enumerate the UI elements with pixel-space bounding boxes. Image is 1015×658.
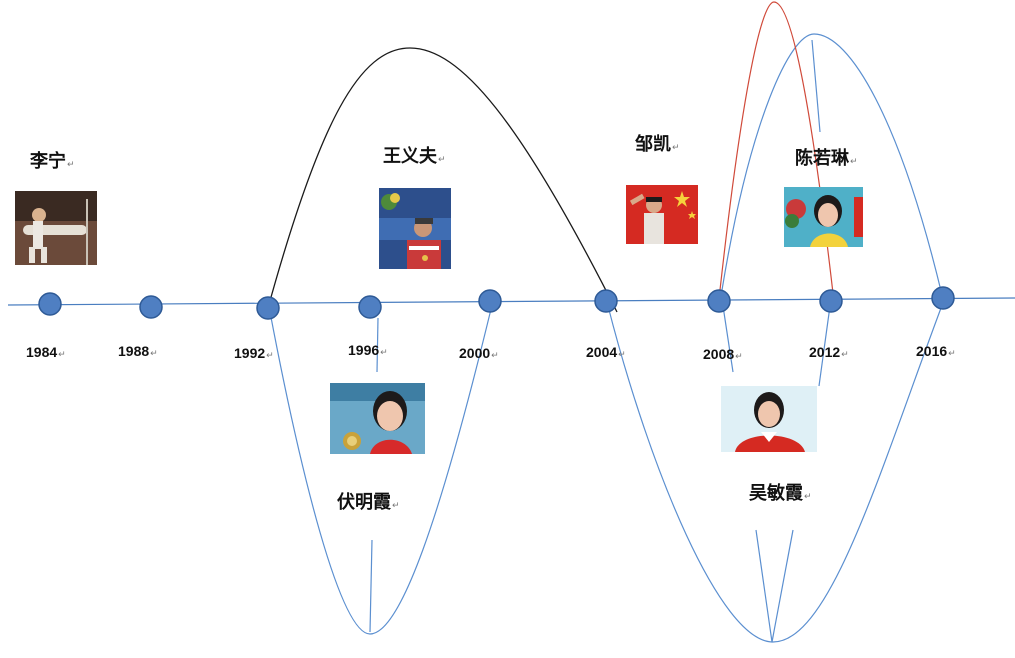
node-2000	[478, 289, 502, 313]
photo-chen-ruolin	[784, 187, 863, 247]
athlete-name-fu-mingxia: 伏明霞↵	[337, 492, 400, 513]
stem-wu-c	[722, 305, 734, 373]
athlete-name-li-ning: 李宁↵	[30, 151, 75, 172]
athlete-name-chen-ruolin: 陈若琳↵	[795, 148, 858, 169]
year-label-1988: 1988↵	[118, 343, 158, 359]
node-1996	[358, 295, 382, 319]
year-label-2004: 2004↵	[586, 344, 626, 360]
athlete-name-wu-minxia: 吴敏霞↵	[749, 483, 812, 504]
node-1992	[256, 296, 280, 320]
loop-1992-2000	[269, 304, 493, 635]
loop-2004-2016	[607, 299, 945, 643]
stem-wu-d	[818, 305, 831, 387]
athlete-name-zou-kai: 邹凯↵	[635, 134, 680, 155]
node-2008	[707, 289, 731, 313]
year-label-2000: 2000↵	[459, 345, 499, 361]
year-label-1984: 1984↵	[26, 344, 66, 360]
node-2004	[594, 289, 618, 313]
photo-zou-kai	[626, 185, 698, 244]
photo-fu-mingxia	[330, 383, 425, 454]
photo-li-ning	[15, 191, 97, 265]
timeline-axis	[7, 297, 1015, 306]
stem-wu-a	[755, 529, 773, 643]
stem-wu-b	[771, 529, 794, 643]
photo-wu-minxia	[721, 386, 817, 452]
stem-chen	[811, 39, 821, 133]
arch-2008-2016	[721, 33, 943, 296]
node-2016	[931, 286, 955, 310]
arch-red-2008-2012	[719, 1, 835, 303]
photo-wang-yifu	[379, 188, 451, 269]
year-label-2012: 2012↵	[809, 344, 849, 360]
stem-fu-upper	[376, 317, 379, 373]
node-2012	[819, 289, 843, 313]
year-label-1996: 1996↵	[348, 342, 388, 358]
year-label-2008: 2008↵	[703, 346, 743, 362]
athlete-name-wang-yifu: 王义夫↵	[383, 146, 446, 167]
arc-1992-2004	[267, 47, 618, 313]
node-1988	[139, 295, 163, 319]
year-label-2016: 2016↵	[916, 343, 956, 359]
year-label-1992: 1992↵	[234, 345, 274, 361]
node-1984	[38, 292, 62, 316]
stem-fu-lower	[369, 539, 373, 633]
